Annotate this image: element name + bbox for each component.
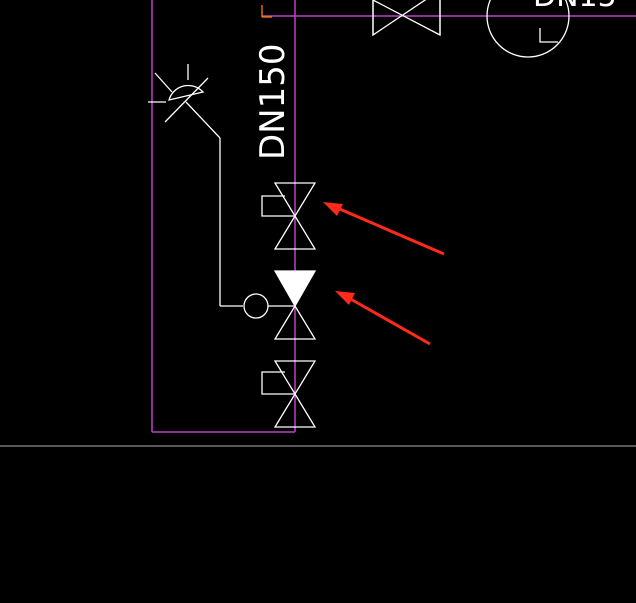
pipe-network <box>151 0 636 433</box>
top-right-label: DN15 <box>533 0 617 14</box>
instrument-bracket <box>539 28 558 43</box>
lower-gate-valve <box>261 360 317 428</box>
annotation-arrow-lower <box>335 291 431 346</box>
upper-valve-handwheel <box>261 195 295 217</box>
lower-valve-handwheel <box>261 371 295 395</box>
orange-marker <box>261 5 272 18</box>
control-valve <box>243 270 317 340</box>
upper-gate-valve <box>261 182 317 250</box>
top-right-instrument: DN15 <box>486 0 617 58</box>
sensor-dome <box>168 84 205 101</box>
top-gate-valve <box>372 0 441 37</box>
sensor-symbol <box>148 64 243 307</box>
annotation-arrow-upper <box>323 202 445 256</box>
instrument-circle <box>486 0 570 58</box>
actuator-circle <box>243 293 269 319</box>
pipe-size-label: DN150 <box>253 43 293 160</box>
control-valve-filled-half <box>273 270 317 308</box>
